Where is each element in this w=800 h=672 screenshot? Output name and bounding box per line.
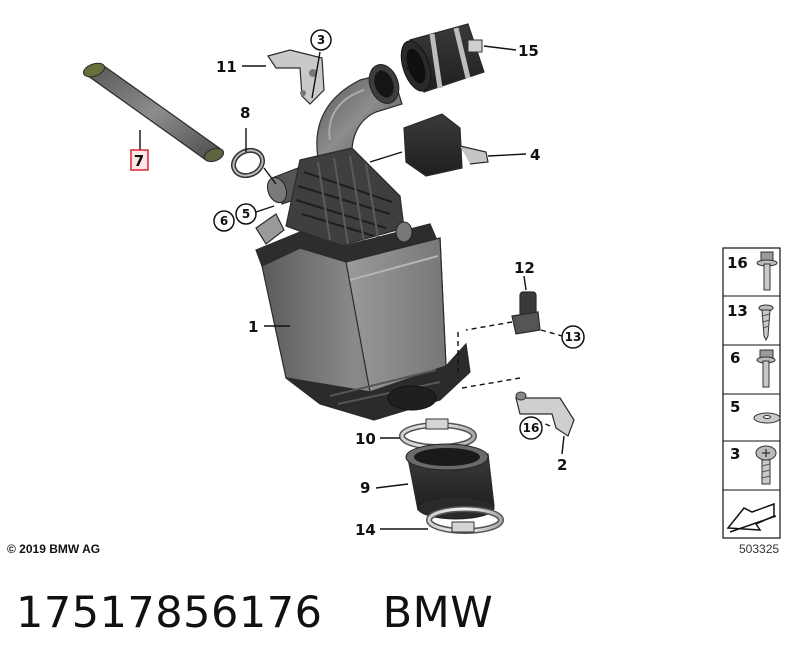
svg-text:15: 15	[518, 42, 539, 60]
hose-pipe	[82, 62, 225, 163]
callout-11: 14	[355, 521, 376, 539]
svg-text:10: 10	[355, 430, 376, 448]
svg-text:2: 2	[557, 456, 567, 474]
svg-text:5: 5	[730, 398, 740, 416]
intake-tube	[316, 64, 403, 163]
legend-item-13: 13	[727, 302, 774, 342]
callout-7: 7	[130, 149, 149, 171]
callout-9: 9	[360, 479, 370, 497]
svg-text:7: 7	[134, 152, 144, 170]
callout-12: 12	[514, 259, 535, 277]
pressure-sensor	[511, 291, 541, 335]
legend-item-3: 3	[730, 445, 777, 485]
callout-6: 6	[213, 210, 235, 232]
svg-text:6: 6	[730, 349, 740, 367]
intercooler	[255, 147, 471, 421]
callout-3: 3	[310, 29, 332, 51]
arrow-icon	[726, 502, 777, 533]
callout-10: 10	[355, 430, 376, 448]
svg-text:6: 6	[220, 214, 228, 228]
svg-text:8: 8	[240, 104, 250, 122]
hose-clamp-lower	[426, 506, 504, 534]
part-number: 17517856176	[16, 588, 323, 638]
self-tapping-screw-icon	[758, 304, 774, 342]
footer-line: 17517856176 BMW	[16, 588, 493, 638]
svg-text:11: 11	[216, 58, 237, 76]
svg-text:16: 16	[727, 254, 748, 272]
diagram-id: 503325	[739, 542, 780, 556]
callout-14: 11	[216, 58, 237, 76]
svg-text:13: 13	[565, 330, 582, 344]
hose-clamp-upper	[399, 418, 477, 450]
torx-screw-icon	[755, 445, 777, 485]
callout-5: 5	[235, 203, 257, 225]
callout-13: 13	[561, 325, 585, 349]
callouts: 11 3 15 4 8 7 5 6 1 12	[130, 29, 585, 539]
svg-text:5: 5	[242, 207, 250, 221]
svg-text:12: 12	[514, 259, 535, 277]
washer-icon	[753, 412, 781, 424]
cover-bracket	[403, 113, 489, 177]
small-bracket	[255, 213, 285, 245]
svg-text:14: 14	[355, 521, 376, 539]
leader-lines	[139, 45, 565, 530]
callout-15: 15	[518, 42, 539, 60]
callout-8: 8	[240, 104, 250, 122]
svg-text:1: 1	[248, 318, 258, 336]
legend-item-arrow	[726, 502, 777, 533]
fastener-legend: 16 13 6 5	[722, 247, 781, 539]
copyright-text: © 2019 BMW AG	[7, 542, 101, 556]
brand-name: BMW	[382, 588, 494, 638]
svg-text:3: 3	[317, 33, 325, 47]
callout-16: 16	[519, 416, 543, 440]
rubber-coupler	[400, 23, 485, 93]
bolt-icon	[756, 349, 776, 388]
callout-4: 4	[530, 146, 540, 164]
svg-text:4: 4	[530, 146, 540, 164]
legend-item-16: 16	[727, 251, 778, 291]
callout-1: 1	[248, 318, 258, 336]
legend-item-6: 6	[730, 349, 776, 388]
lower-bracket	[515, 391, 575, 437]
callout-2: 2	[557, 456, 567, 474]
legend-item-5: 5	[730, 398, 781, 424]
flange-bolt-icon	[756, 251, 778, 291]
svg-text:9: 9	[360, 479, 370, 497]
clamp-ring	[230, 147, 266, 179]
mount-bracket	[267, 49, 325, 105]
svg-text:13: 13	[727, 302, 748, 320]
svg-text:3: 3	[730, 445, 740, 463]
svg-text:16: 16	[523, 421, 540, 435]
